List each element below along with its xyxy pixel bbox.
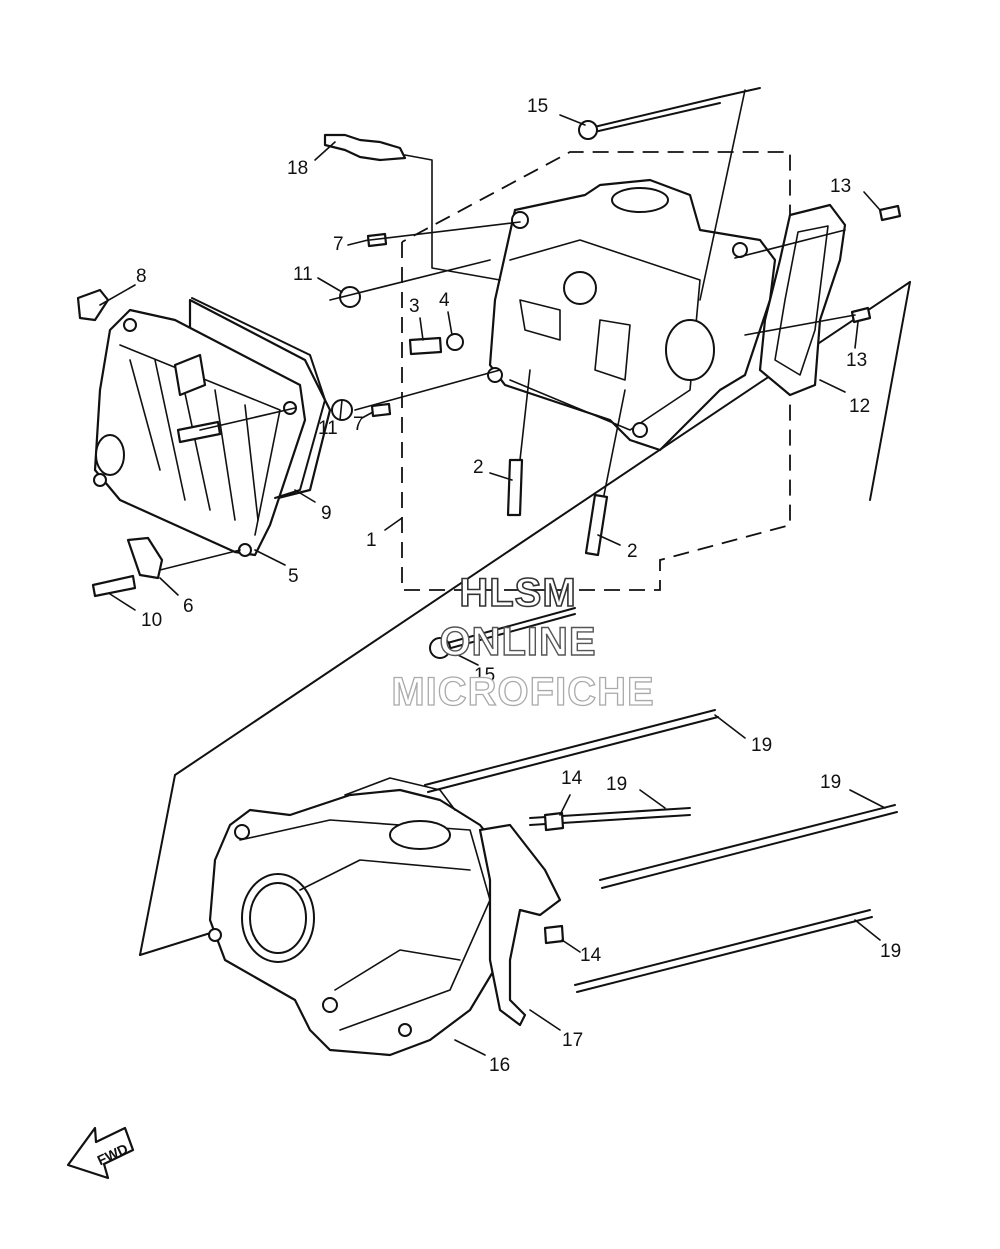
- washer-4[interactable]: [446, 333, 464, 351]
- callout-17: 17: [562, 1030, 583, 1051]
- callout-labels: 15 18 13 7 11 8 3 4 13 12 11 7 9 2 1 2 5…: [136, 96, 901, 1076]
- callout-6: 6: [183, 596, 194, 617]
- callout-13-mid: 13: [846, 350, 867, 371]
- callout-7-mid: 7: [353, 414, 364, 435]
- callout-11-mid: 11: [318, 418, 338, 439]
- cylinder-gasket[interactable]: [478, 823, 562, 1027]
- cylinder-head-cover[interactable]: [93, 298, 332, 557]
- callout-19-a: 19: [751, 735, 772, 756]
- callout-3: 3: [409, 296, 420, 317]
- callout-11-top: 11: [293, 264, 313, 285]
- callout-13-top: 13: [830, 176, 851, 197]
- damper-6[interactable]: [126, 536, 164, 580]
- bolt-3[interactable]: [408, 336, 443, 356]
- stud-bolts[interactable]: [424, 87, 898, 993]
- stud-2b[interactable]: [584, 493, 609, 557]
- cylinder-head[interactable]: [487, 178, 777, 452]
- callout-14-bottom: 14: [580, 945, 602, 966]
- callout-9: 9: [321, 503, 332, 524]
- cover-gasket[interactable]: [191, 297, 326, 499]
- dowel-7b[interactable]: [370, 402, 392, 418]
- callout-8: 8: [136, 266, 147, 287]
- watermark-line-1: HLSM: [459, 571, 576, 615]
- leader-lines: [99, 89, 886, 1056]
- callout-15-top: 15: [527, 96, 548, 117]
- callout-5: 5: [288, 566, 299, 587]
- watermark-line-2: ONLINE: [439, 620, 596, 664]
- callout-1: 1: [366, 530, 377, 551]
- forward-direction-arrow: FWD: [66, 1126, 135, 1180]
- spark-plug[interactable]: [323, 133, 407, 162]
- callout-12: 12: [849, 396, 870, 417]
- bracket-part[interactable]: [76, 288, 110, 322]
- dowel-14b[interactable]: [543, 924, 565, 945]
- callout-19-c: 19: [820, 772, 841, 793]
- stud-2a[interactable]: [506, 458, 524, 517]
- callout-7-top: 7: [333, 234, 344, 255]
- callout-4: 4: [439, 290, 450, 311]
- callout-2-right: 2: [627, 541, 638, 562]
- watermark-line-3: MICROFICHE: [391, 670, 654, 714]
- bolt-10[interactable]: [91, 574, 137, 598]
- callout-16: 16: [489, 1055, 510, 1076]
- dowel-14a[interactable]: [543, 811, 565, 832]
- callout-15-mid: 15: [474, 665, 495, 686]
- dowel-13b[interactable]: [850, 306, 872, 324]
- callout-10: 10: [141, 610, 162, 631]
- callout-18: 18: [287, 158, 308, 179]
- callout-19-d: 19: [880, 941, 901, 962]
- head-gasket[interactable]: [758, 203, 847, 397]
- callout-14-top: 14: [561, 768, 583, 789]
- callout-19-b: 19: [606, 774, 627, 795]
- dowel-13a[interactable]: [878, 204, 902, 222]
- assembly-guide-lines: [139, 151, 911, 956]
- callout-2-left: 2: [473, 457, 484, 478]
- watermark: HLSM ONLINE MICROFICHE: [391, 570, 655, 714]
- cylinder-block[interactable]: [208, 788, 522, 1057]
- dowel-7a[interactable]: [366, 232, 388, 248]
